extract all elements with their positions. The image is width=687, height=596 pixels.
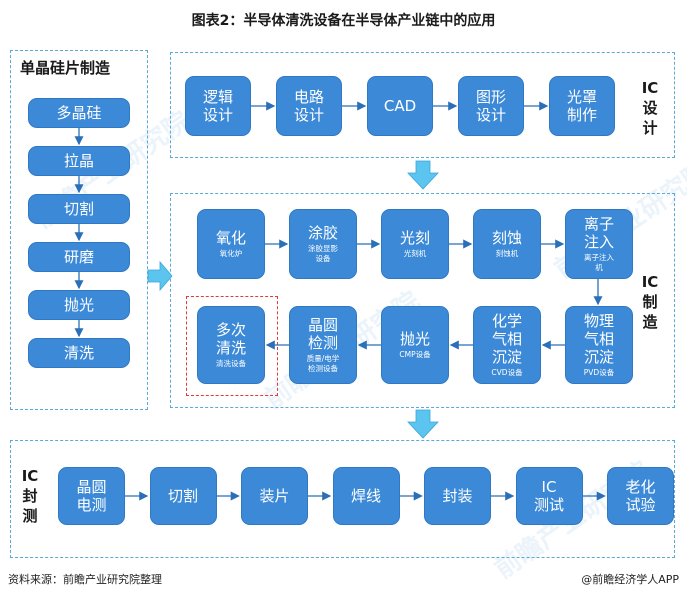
wafer-panel-label: 单晶硅片制造 (20, 59, 111, 77)
design-step: 图形 设计 (458, 76, 524, 136)
design-step-label: 光罩 制作 (566, 88, 597, 124)
packaging-step-label: 焊线 (350, 487, 381, 505)
process-step-label: 多次 清洗 (215, 321, 246, 357)
process-step: 抛光 CMP设备 (381, 306, 449, 384)
process-step-label: 晶圆 检测 (307, 316, 338, 352)
design-step-label: CAD (383, 97, 417, 115)
packaging-step-label: 老化 试验 (625, 478, 656, 514)
big-arrow-down (407, 409, 439, 439)
wafer-panel (10, 50, 148, 410)
wafer-step-label: 多晶硅 (56, 104, 102, 122)
process-step: 离子 注入离子注入 机 (565, 209, 633, 279)
design-panel (170, 52, 675, 158)
wafer-step: 抛光 (28, 290, 130, 320)
process-step-equipment: 清洗设备 (216, 359, 246, 368)
packaging-step: 老化 试验 (607, 467, 674, 525)
process-step-label: 化学 气相 沉淀 (491, 312, 522, 366)
wafer-step-label: 抛光 (63, 296, 94, 314)
wafer-step: 切割 (28, 194, 130, 224)
process-step: 晶圆 检测质量/电学 检测设备 (289, 306, 357, 384)
brand-note: @前瞻经济学人APP (581, 573, 679, 586)
process-step-equipment: 刻蚀机 (495, 249, 519, 258)
design-step-label: 图形 设计 (475, 88, 506, 124)
wafer-step-label: 清洗 (63, 344, 94, 362)
process-step: 涂胶涂胶显影 设备 (289, 209, 357, 279)
figure-title: 图表2：半导体清洗设备在半导体产业链中的应用 (191, 13, 496, 29)
highlight-cleaning (186, 296, 278, 396)
packaging-step: 切割 (149, 467, 217, 525)
source-note: 资料来源：前瞻产业研究院整理 (8, 573, 162, 586)
process-step-equipment: PVD设备 (583, 368, 615, 377)
design-step-label: 电路 设计 (293, 88, 324, 124)
packaging-step: 装片 (241, 467, 308, 525)
process-step-label: 刻蚀 (491, 229, 522, 247)
process-step-equipment: 离子注入 机 (584, 253, 614, 272)
packaging-step: 焊线 (332, 467, 400, 525)
process-step-label: 物理 气相 沉淀 (583, 312, 614, 366)
wafer-step-label: 研磨 (63, 248, 94, 266)
packaging-panel (10, 440, 675, 558)
process-step: 刻蚀刻蚀机 (473, 209, 541, 279)
design-panel-label: IC 设 计 (641, 79, 659, 137)
packaging-step: 晶圆 电测 (58, 467, 125, 525)
process-step: 多次 清洗清洗设备 (197, 306, 265, 384)
design-step: 逻辑 设计 (185, 76, 251, 136)
big-arrow-down (407, 160, 439, 190)
process-step: 氧化氧化炉 (197, 209, 265, 279)
packaging-step: 封装 (424, 467, 491, 525)
big-arrow-right (147, 260, 173, 292)
wafer-step-label: 拉晶 (63, 152, 94, 170)
process-step-equipment: 涂胶显影 设备 (308, 244, 338, 263)
process-step-equipment: 光刻机 (403, 249, 427, 258)
design-step: 光罩 制作 (549, 76, 615, 136)
wafer-step-label: 切割 (63, 200, 94, 218)
packaging-step-label: IC 测试 (533, 478, 564, 514)
process-step-equipment: 氧化炉 (219, 249, 243, 258)
wafer-step: 多晶硅 (28, 98, 130, 128)
packaging-panel-label: IC 封 测 (21, 467, 39, 525)
process-step-equipment: CMP设备 (399, 350, 431, 359)
wafer-step: 拉晶 (28, 146, 130, 176)
wafer-step: 清洗 (28, 338, 130, 368)
process-step-label: 离子 注入 (583, 215, 614, 251)
process-step: 物理 气相 沉淀 PVD设备 (565, 306, 633, 384)
process-step-label: 氧化 (215, 229, 246, 247)
process-step: 光刻光刻机 (381, 209, 449, 279)
process-step-equipment: 质量/电学 检测设备 (306, 354, 340, 373)
process-step-label: 抛光 (399, 330, 430, 348)
manufacture-panel-label: IC 制 造 (641, 273, 659, 331)
packaging-step-label: 封装 (442, 487, 473, 505)
packaging-step-label: 晶圆 电测 (76, 478, 107, 514)
design-step: 电路 设计 (276, 76, 342, 136)
manufacture-panel (170, 193, 675, 408)
packaging-step: IC 测试 (515, 467, 583, 525)
packaging-step-label: 装片 (259, 487, 290, 505)
design-step-label: 逻辑 设计 (202, 88, 233, 124)
packaging-step-label: 切割 (167, 487, 198, 505)
design-step: CAD (367, 76, 433, 136)
process-step-label: 光刻 (399, 229, 430, 247)
wafer-step: 研磨 (28, 242, 130, 272)
process-step-label: 涂胶 (307, 224, 338, 242)
process-step: 化学 气相 沉淀 CVD设备 (473, 306, 541, 384)
process-step-equipment: CVD设备 (491, 368, 523, 377)
